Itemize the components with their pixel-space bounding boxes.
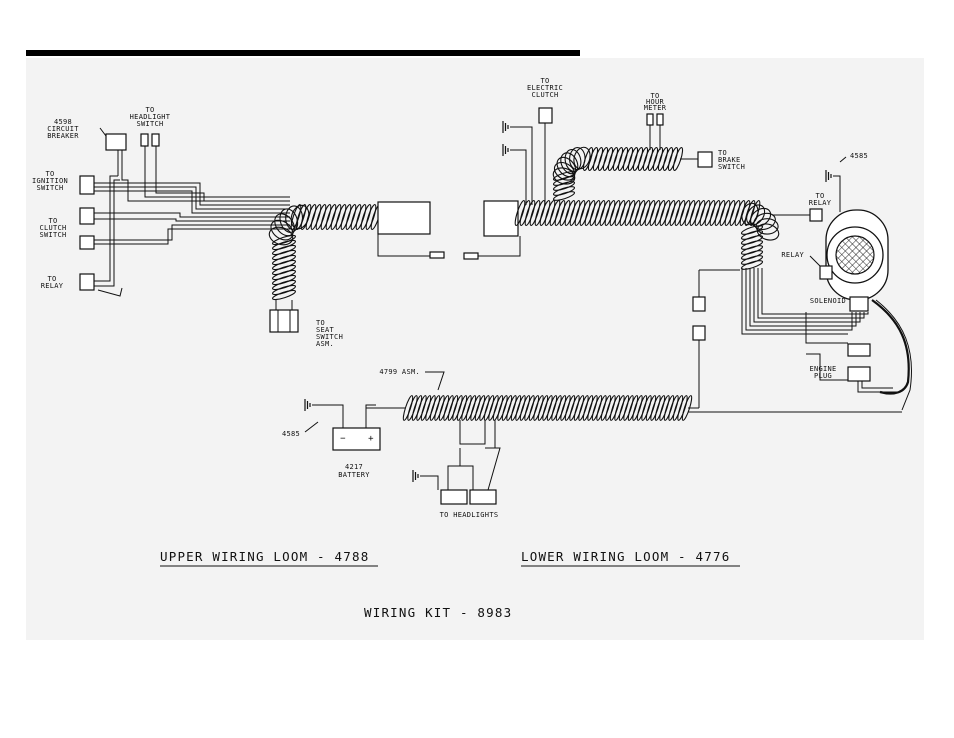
seat-switch-label-1: TO <box>316 319 325 327</box>
seat-switch-connector <box>269 309 299 333</box>
ignition-switch-label-1: TO <box>45 170 54 178</box>
clutch-switch-label-2: CLUTCH <box>39 224 66 232</box>
ground-icon-1 <box>502 120 509 134</box>
lower-loom-title: LOWER WIRING LOOM - 4776 <box>521 549 730 564</box>
relay-right-label-1: TO <box>815 192 824 200</box>
brake-switch-connector <box>697 151 713 168</box>
hour-meter-connector-2 <box>656 113 664 126</box>
hour-meter-connector-1 <box>646 113 654 126</box>
hour-meter-label-3: METER <box>644 104 667 112</box>
asm-label: 4799 ASM. <box>379 368 420 376</box>
lower-loom-connector <box>483 200 519 237</box>
ground-icon-4 <box>304 398 311 412</box>
top-rule <box>26 50 580 56</box>
headlight-switch-label-3: SWITCH <box>136 120 163 128</box>
ground-left-label: 4585 <box>282 430 300 438</box>
seat-switch-label-2: SEAT <box>316 326 335 334</box>
connector-mid-2 <box>692 325 706 341</box>
ignition-switch-label-3: SWITCH <box>36 184 63 192</box>
engine-plug-upper <box>847 343 871 357</box>
circuit-breaker-label-2: CIRCUIT <box>47 125 79 133</box>
relay-box <box>819 265 833 280</box>
electric-clutch-label-3: CLUTCH <box>531 91 558 99</box>
headlight-switch-connector <box>140 133 160 147</box>
connector-mid-1 <box>692 296 706 312</box>
circuit-breaker <box>99 127 127 151</box>
battery-plus-label: + <box>368 434 374 444</box>
battery-label-2: BATTERY <box>338 471 370 479</box>
upper-loom-title: UPPER WIRING LOOM - 4788 <box>160 549 369 564</box>
ground-icon-3 <box>825 169 832 183</box>
right-harness-wires <box>741 268 912 411</box>
ground-icon-5 <box>412 469 419 483</box>
headlights-label: TO HEADLIGHTS <box>440 511 499 519</box>
lower-loom-plug <box>463 252 479 260</box>
ground-icon-2 <box>502 143 509 157</box>
headlight-switch-label-1: TO <box>145 106 154 114</box>
battery-minus-label: − <box>340 434 346 444</box>
ground-right-label: 4585 <box>850 152 868 160</box>
headlight-switch-label-2: HEADLIGHT <box>130 113 171 121</box>
clutch-switch-label-3: SWITCH <box>39 231 66 239</box>
relay-label: RELAY <box>781 251 804 259</box>
electric-clutch-connector <box>538 107 553 124</box>
electric-clutch-label-2: ELECTRIC <box>527 84 563 92</box>
seat-switch-label-4: ASM. <box>316 340 334 348</box>
upper-loom-left <box>268 201 445 259</box>
electric-clutch-label-1: TO <box>540 77 549 85</box>
battery <box>332 404 381 451</box>
relay-left-label-1: TO <box>47 275 56 283</box>
solenoid-box <box>849 296 869 312</box>
ignition-switch-label-2: IGNITION <box>32 177 68 185</box>
diagram-sheet <box>26 58 924 640</box>
ignition-switch-connector <box>79 175 95 195</box>
clutch-switch-label-1: TO <box>48 217 57 225</box>
brake-switch-label-1: TO <box>718 149 727 157</box>
clutch-switch-connector-1 <box>79 207 95 225</box>
upper-loom-left-connector <box>377 201 431 235</box>
brake-switch-label-3: SWITCH <box>718 163 745 171</box>
relay-right-connector <box>809 208 823 222</box>
relay-right-label-2: RELAY <box>809 199 832 207</box>
relay-left-connector <box>79 273 95 291</box>
left-switch-cluster <box>94 146 290 297</box>
circuit-breaker-label-1: 4598 <box>54 118 72 126</box>
hour-meter-label-1: TO <box>650 92 659 100</box>
clutch-switch-connector-2 <box>79 235 95 250</box>
seat-switch-label-3: SWITCH <box>316 333 343 341</box>
headlight-connectors <box>420 447 501 505</box>
brake-switch-label-2: BRAKE <box>718 156 741 164</box>
wiring-kit-title: WIRING KIT - 8983 <box>364 605 512 620</box>
battery-label-1: 4217 <box>345 463 363 471</box>
upper-loom-plug <box>429 251 445 259</box>
relay-left-label-2: RELAY <box>41 282 64 290</box>
circuit-breaker-label-3: BREAKER <box>47 132 79 140</box>
engine-housing <box>825 209 889 301</box>
engine-plug-lower <box>847 366 871 382</box>
asm-4799-loom <box>365 395 902 448</box>
engine-plug-label-1: ENGINE <box>809 365 836 373</box>
solenoid-label: SOLENOID <box>810 297 846 305</box>
hour-meter-label-2: HOUR <box>646 98 665 106</box>
engine-plug-label-2: PLUG <box>814 372 832 380</box>
